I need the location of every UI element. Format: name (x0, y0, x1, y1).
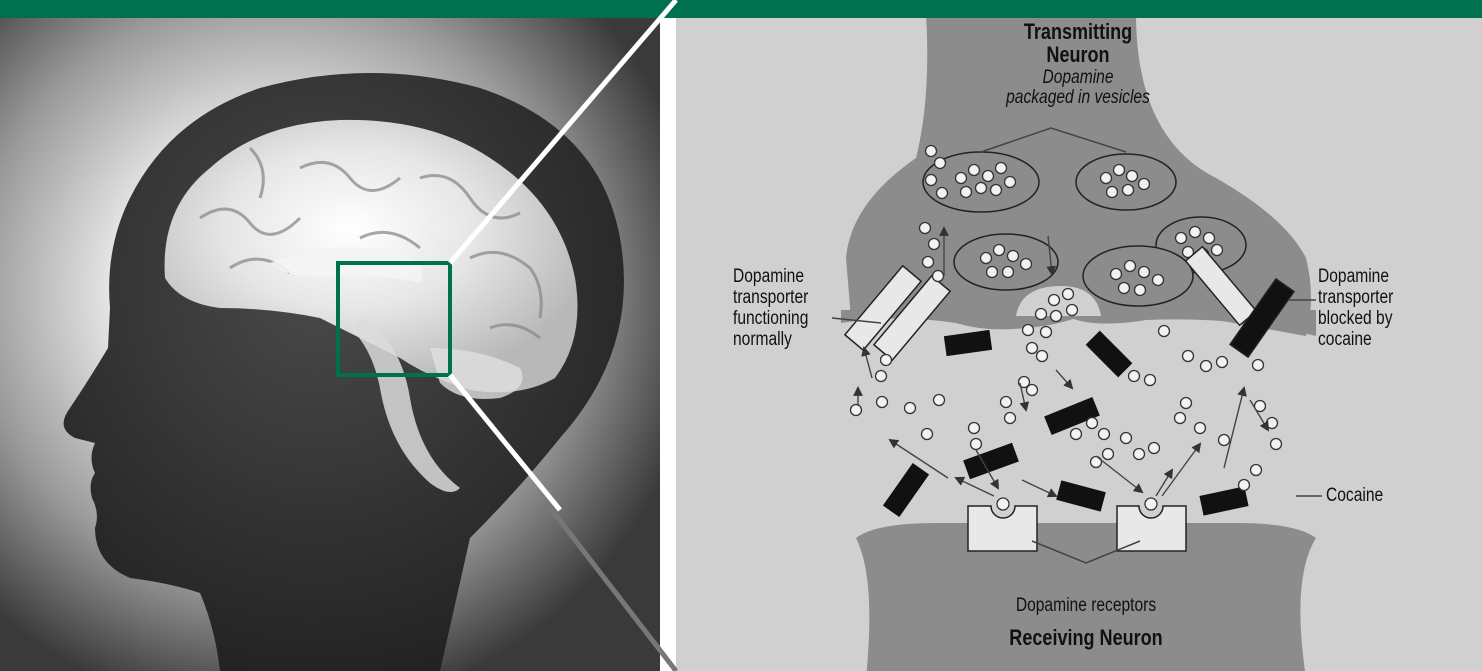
transporter-normal-label-line4: normally (733, 329, 792, 350)
transporter-blocked-label-line2: transporter (1318, 287, 1393, 308)
vesicles-label: Dopamine (1042, 67, 1113, 88)
vesicles-label-line2: packaged in vesicles (1006, 87, 1150, 108)
transporter-normal-label-line2: transporter (733, 287, 808, 308)
synapse-diagram-panel: Transmitting Neuron Dopamine packaged in… (676, 18, 1482, 671)
transporter-normal-label-line3: functioning (733, 308, 808, 329)
brain-photo-panel (0, 18, 660, 671)
transmitting-neuron-title: Transmitting (1024, 20, 1132, 43)
transporter-blocked-label-line4: cocaine (1318, 329, 1372, 350)
transporter-normal-label-line1: Dopamine (733, 266, 804, 287)
cocaine-label: Cocaine (1326, 485, 1383, 506)
head-profile-brain-photo-icon (0, 18, 660, 671)
transporter-blocked-label-line1: Dopamine (1318, 266, 1389, 287)
top-accent-bar (0, 0, 1482, 18)
receptors-label: Dopamine receptors (1016, 595, 1156, 616)
receiving-neuron-title: Receiving Neuron (1009, 626, 1162, 649)
transmitting-neuron-title-line2: Neuron (1046, 43, 1109, 66)
transporter-blocked-label-line3: blocked by (1318, 308, 1392, 329)
